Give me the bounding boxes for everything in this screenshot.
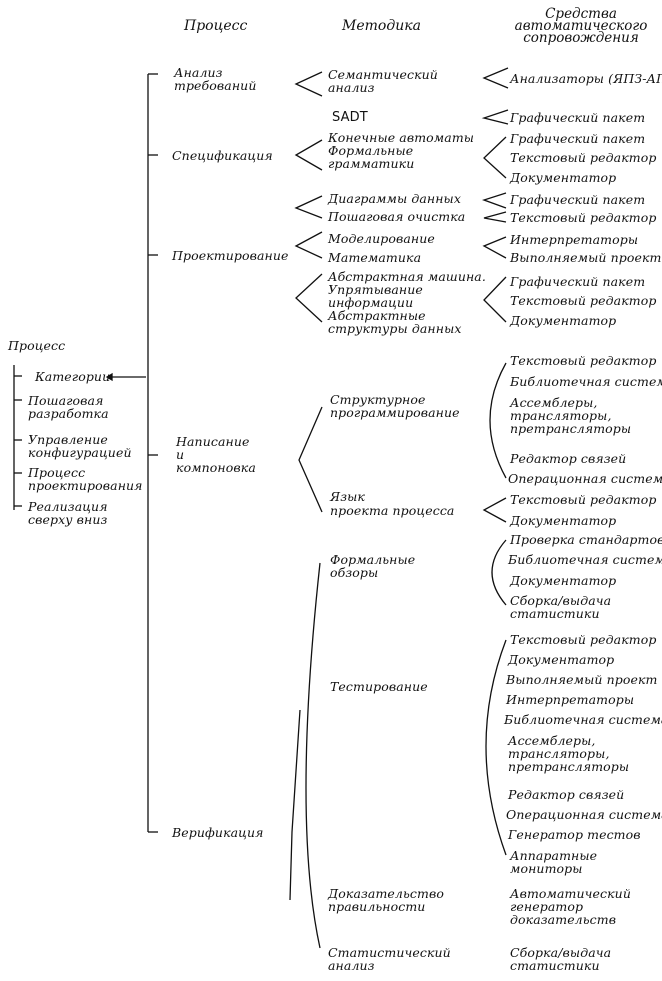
method-correctness-proof: Доказательство правильности (328, 886, 444, 914)
tool-8-3: Ассемблеры, трансляторы, претрансляторы (510, 395, 632, 436)
bracket-design-c (295, 273, 323, 323)
bracket-analysis (294, 71, 323, 97)
process-coding: Написание и компоновка (176, 434, 256, 475)
tool-11-8: Операционная система (506, 807, 662, 822)
tools-bracket-8 (489, 362, 507, 479)
tool-11-6: Ассемблеры, трансляторы, претрансляторы (508, 733, 630, 774)
bracket-design-b (294, 231, 323, 259)
process-requirements: Анализ требований (174, 65, 257, 93)
tool-5-1: Текстовый редактор (510, 210, 657, 225)
tools-bracket-3 (483, 136, 507, 179)
root-item-2: Пошаговая разработка (28, 393, 109, 421)
tool-11-7: Редактор связей (508, 787, 625, 802)
root-item-1: Категории (35, 369, 111, 384)
tools-bracket-10 (491, 539, 507, 606)
tool-10-3: Документатор (510, 573, 617, 588)
tool-11-1: Текстовый редактор (510, 632, 657, 647)
tools-bracket-9 (482, 497, 507, 523)
method-automata-grammars: Конечные автоматы Формальные грамматики (328, 130, 475, 171)
tool-10-1: Проверка стандартов (510, 532, 662, 547)
tool-11-4: Интерпретаторы (506, 692, 635, 707)
tool-3-3: Документатор (510, 170, 617, 185)
root-item-5: Реализация сверху вниз (28, 499, 108, 527)
tool-4-1: Графический пакет (510, 192, 646, 207)
tool-9-2: Документатор (510, 513, 617, 528)
method-semantic-analysis: Семантический анализ (328, 67, 438, 95)
tool-1-1: Анализаторы (ЯПЗ-АПЗ) (510, 71, 662, 86)
header-tools: Средства автоматического сопровождения (514, 6, 648, 46)
tool-7-2: Текстовый редактор (510, 293, 657, 308)
process-design: Проектирование (172, 248, 289, 263)
tool-8-2: Библиотечная система (510, 374, 662, 389)
bracket-verification (289, 562, 321, 949)
bracket-design-a (294, 195, 323, 219)
method-modeling-math: Моделирование Математика (328, 231, 435, 265)
tools-bracket-7 (483, 276, 507, 323)
tool-3-1: Графический пакет (510, 131, 646, 146)
tool-8-4: Редактор связей (510, 451, 627, 466)
bracket-coding (298, 406, 323, 513)
method-structured-programming: Структурное программирование (330, 392, 460, 420)
tool-11-5: Библиотечная система (504, 712, 662, 727)
tool-10-2: Библиотечная система (508, 552, 662, 567)
tool-11-2: Документатор (508, 652, 615, 667)
tool-9-1: Текстовый редактор (510, 492, 657, 507)
tool-6-2: Выполняемый проект (510, 250, 662, 265)
root-item-3: Управление конфигурацией (28, 432, 132, 460)
tools-bracket-6 (482, 236, 507, 259)
tools-bracket-1 (482, 67, 509, 89)
process-verification: Верификация (172, 825, 264, 840)
tool-8-1: Текстовый редактор (510, 353, 657, 368)
tools-bracket-4 (481, 192, 507, 209)
header-process: Процесс (184, 18, 248, 34)
method-statistical-analysis: Статистический анализ (328, 945, 451, 973)
tool-6-1: Интерпретаторы (510, 232, 639, 247)
tool-3-2: Текстовый редактор (510, 150, 657, 165)
tool-11-3: Выполняемый проект (506, 672, 658, 687)
method-process-design-language: Язык проекта процесса (330, 489, 455, 518)
tools-bracket-5 (483, 211, 507, 223)
header-method: Методика (342, 18, 421, 34)
tool-10-4: Сборка/выдача статистики (510, 593, 612, 621)
tool-13-1: Сборка/выдача статистики (510, 945, 612, 973)
method-abstract-machine: Абстрактная машина. Упрятывание информац… (328, 269, 486, 336)
root-title: Процесс (8, 338, 66, 353)
tool-11-10: Аппаратные мониторы (510, 848, 598, 876)
root-item-4: Процесс проектирования (28, 465, 143, 493)
tool-8-5: Операционная система (508, 471, 662, 486)
method-data-diagrams: Диаграммы данных (328, 191, 461, 206)
method-testing: Тестирование (330, 679, 428, 694)
tool-12-1: Автоматический генератор доказательств (510, 886, 631, 927)
bracket-spec (294, 139, 323, 171)
tool-7-3: Документатор (510, 313, 617, 328)
tool-2-1: Графический пакет (510, 110, 646, 125)
tools-bracket-11 (485, 639, 507, 856)
process-specification: Спецификация (172, 148, 273, 163)
tools-bracket-2 (481, 109, 509, 125)
method-formal-reviews: Формальные обзоры (330, 552, 416, 580)
tool-11-9: Генератор тестов (508, 827, 641, 842)
method-sadt: SADT (332, 110, 368, 125)
tool-7-1: Графический пакет (510, 274, 646, 289)
method-stepwise-refinement: Пошаговая очистка (328, 209, 466, 224)
